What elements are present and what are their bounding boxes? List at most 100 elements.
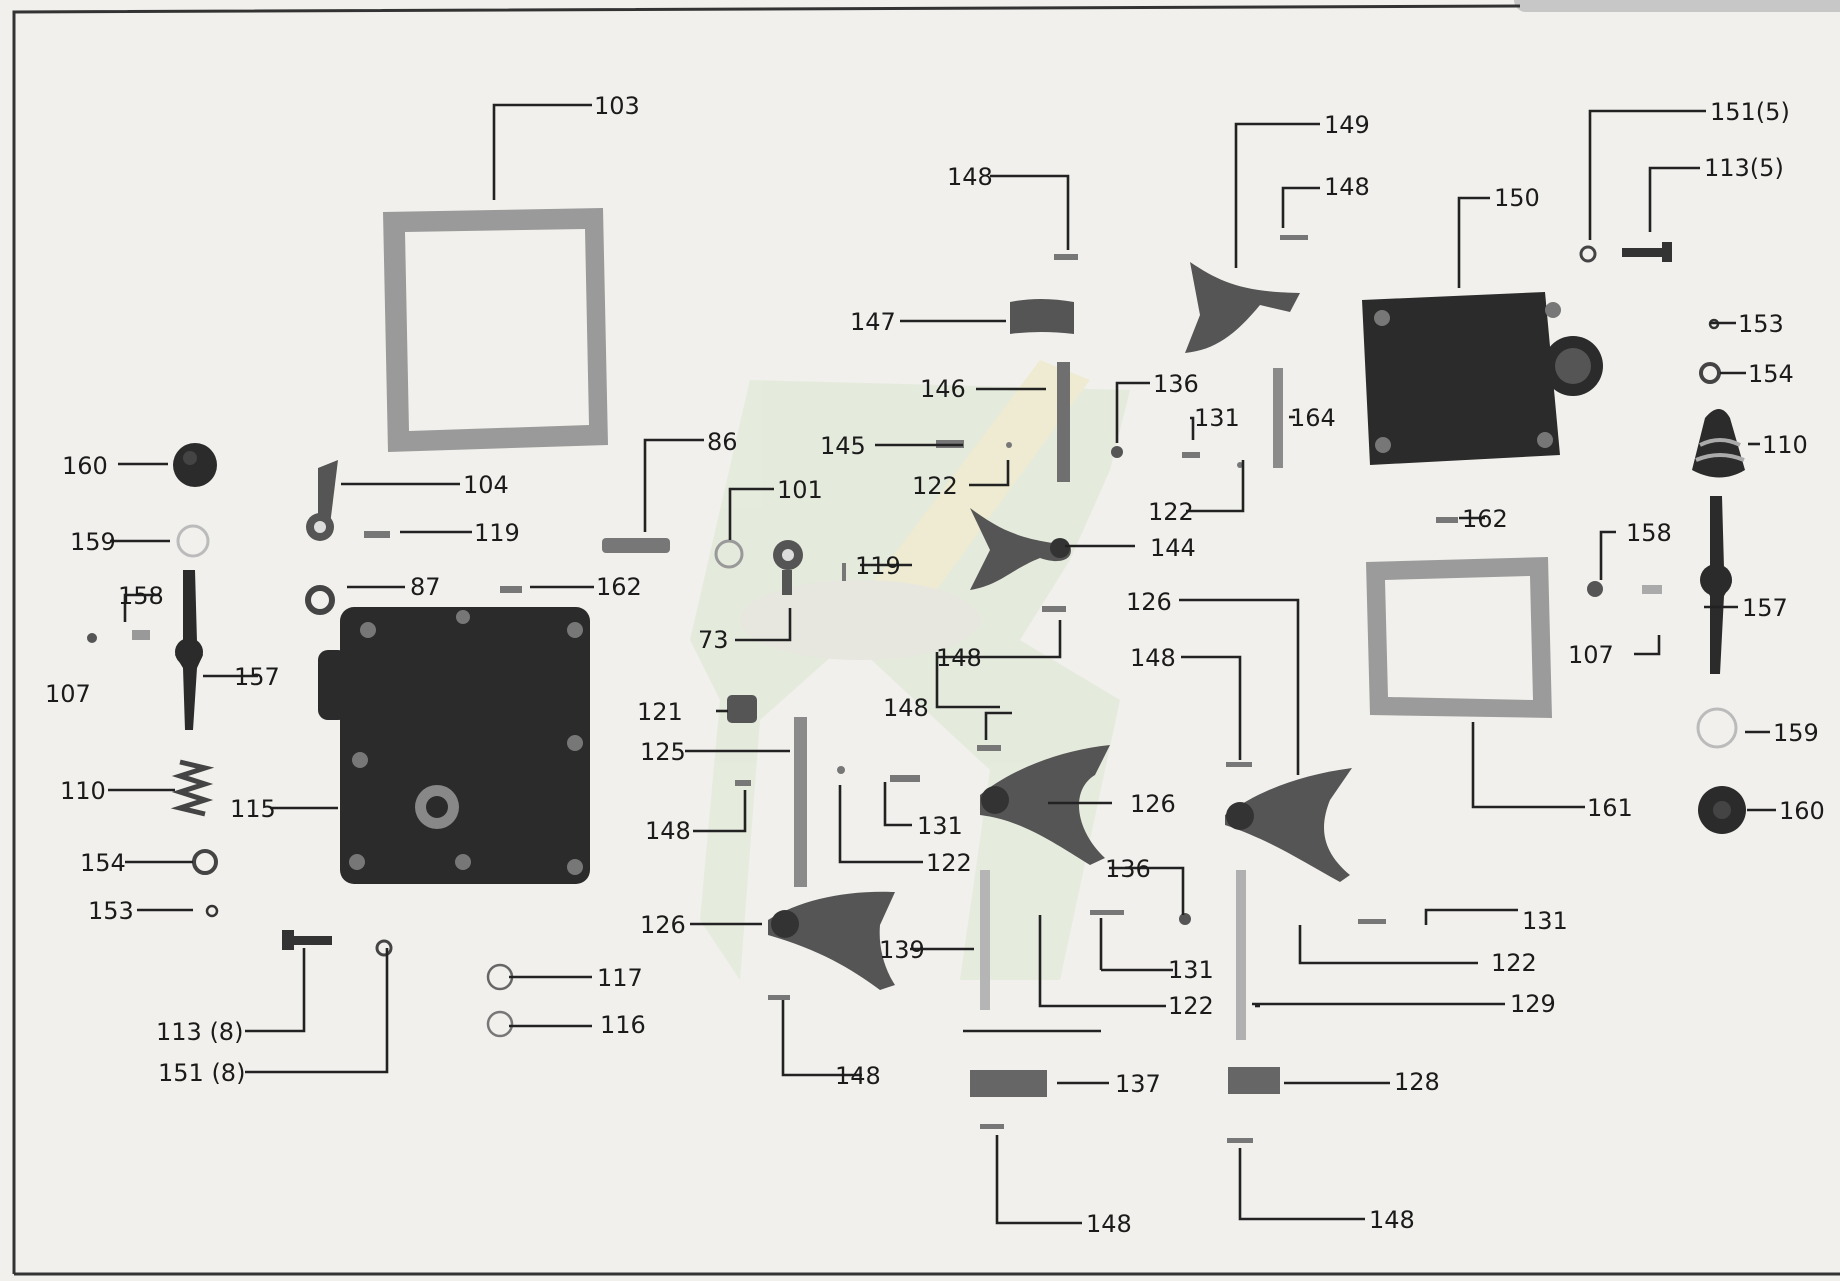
callout-144: 144 [1150,534,1196,562]
part-73-lever [773,540,803,595]
callout-159: 159 [1773,719,1819,747]
callout-148: 148 [1324,173,1370,201]
part-113-bolt-8 [282,930,332,950]
part-161-gasket [1366,557,1552,718]
callout-131: 131 [1194,404,1240,432]
leader-lines [108,103,1776,1225]
part-87-washer [305,585,335,615]
part-157-lever-right [1700,496,1732,674]
part-121-block [727,695,757,723]
part-86-pin [602,538,670,553]
part-117-washer [486,963,514,991]
callout-148: 148 [936,644,982,672]
part-126-fork-center [980,745,1110,865]
callout-126: 126 [1126,588,1172,616]
callout-150: 150 [1494,184,1540,212]
callout-116: 116 [600,1011,646,1039]
callout-122: 122 [912,472,958,500]
part-157-lever-left [175,570,203,730]
callout-125: 125 [640,738,686,766]
callout-117: 117 [597,964,643,992]
part-128-block [1228,1067,1280,1094]
part-107-pin-left [132,630,150,640]
part-159-ring-left [176,524,210,558]
part-153-ring-left [205,904,219,918]
callout-148: 148 [1130,644,1176,672]
callout-113-8: 113 (8) [156,1018,243,1046]
callout-160: 160 [1779,797,1825,825]
callout-157: 157 [234,663,280,691]
callout-122: 122 [926,849,972,877]
callout-101: 101 [777,476,823,504]
callout-115: 115 [230,795,276,823]
part-151-washer-5 [1579,245,1597,263]
part-158-ball-left [87,633,97,643]
part-126-fork-bottom [768,891,895,990]
part-147-block [1010,299,1074,334]
part-101-washer [714,539,744,569]
part-151-washer-8 [375,939,393,957]
part-139-shaft [980,870,990,1010]
callout-119: 119 [855,552,901,580]
part-160-knob-right [1698,786,1746,834]
callout-139: 139 [879,936,925,964]
callout-153: 153 [88,897,134,925]
callout-129: 129 [1510,990,1556,1018]
callout-160: 160 [62,452,108,480]
callout-labels: 103 149 148 148 151(5) 113(5) 150 147 14… [45,92,1825,1238]
callout-113-5: 113(5) [1704,154,1784,182]
part-104-lever [306,460,338,541]
callout-154: 154 [80,849,126,877]
callout-73: 73 [698,626,729,654]
part-137-block [970,1070,1047,1097]
callout-87: 87 [410,573,441,601]
callout-136: 136 [1153,370,1199,398]
part-150-housing [1362,292,1603,465]
callout-126: 126 [640,911,686,939]
callout-121: 121 [637,698,683,726]
part-136-ball-bottom [1179,913,1191,925]
callout-122: 122 [1168,992,1214,1020]
callout-119: 119 [474,519,520,547]
callout-151-5: 151(5) [1710,98,1790,126]
callout-104: 104 [463,471,509,499]
callout-110: 110 [1762,431,1808,459]
part-136-ball-top [1111,446,1123,458]
part-154-ring-right [1699,362,1721,384]
callout-148: 148 [645,817,691,845]
callout-158: 158 [1626,519,1672,547]
page-number: 31 [0,1255,2,1281]
callout-148: 148 [883,694,929,722]
part-113-bolt-5 [1622,242,1672,262]
corner-tab [1514,0,1840,12]
part-158-ball-right [1587,581,1603,597]
callout-110: 110 [60,777,106,805]
part-146-shaft [1057,362,1070,482]
callout-136: 136 [1105,855,1151,883]
callout-159: 159 [70,528,116,556]
callout-148: 148 [1369,1206,1415,1234]
callout-164: 164 [1290,404,1336,432]
watermark [690,360,1130,980]
part-110-spring [170,759,215,817]
callout-162: 162 [596,573,642,601]
part-107-pin-right [1642,585,1662,594]
callout-128: 128 [1394,1068,1440,1096]
small-pins [364,235,1458,1143]
part-154-ring-left [192,849,218,875]
callout-146: 146 [920,375,966,403]
part-160-knob-left [173,443,217,487]
callout-107: 107 [1568,641,1614,669]
callout-122: 122 [1148,498,1194,526]
callout-131: 131 [1168,956,1214,984]
callout-148: 148 [947,163,993,191]
part-116-washer [486,1010,514,1038]
callout-161: 161 [1587,794,1633,822]
part-144-fork [970,508,1071,590]
part-126-fork-right [1225,768,1352,882]
callout-157: 157 [1742,594,1788,622]
part-110-boot [1692,409,1745,478]
callout-148: 148 [1086,1210,1132,1238]
part-129-shaft [1236,870,1246,1040]
